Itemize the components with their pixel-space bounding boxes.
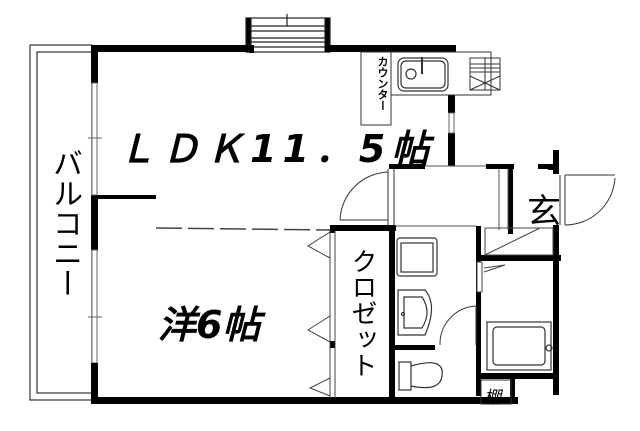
washbasin-icon [397,289,433,336]
counter-label: カウンター [376,56,389,111]
ac-unit-icon [245,14,331,53]
shelf-label: 棚 [484,388,501,408]
bathroom-side [476,261,506,293]
entrance-door[interactable] [553,150,616,256]
ldk-room-label: ＬＤＫ11．5帖 [118,127,436,171]
kitchen-window [448,112,455,134]
toilet-icon [398,361,443,391]
hallway [395,165,509,230]
western-room-label: 洋6帖 [158,303,261,347]
closet-doors[interactable] [307,231,336,398]
shoe-cabinet [484,227,554,256]
stove-icon [469,57,501,91]
western-room-wall [91,363,98,404]
exterior-walls [91,45,561,404]
bath-door[interactable] [439,305,477,346]
bathtub-icon [486,321,553,371]
washing-machine-icon [396,237,438,277]
ldk-door[interactable] [339,169,395,226]
entrance-label: 玄 [527,192,561,232]
closet-label: クロゼット [347,248,377,378]
kitchen-sink-icon [397,57,449,92]
balcony-label: バルコニー [47,148,82,298]
ldk-divider [155,227,331,231]
shelf-box [480,379,512,405]
